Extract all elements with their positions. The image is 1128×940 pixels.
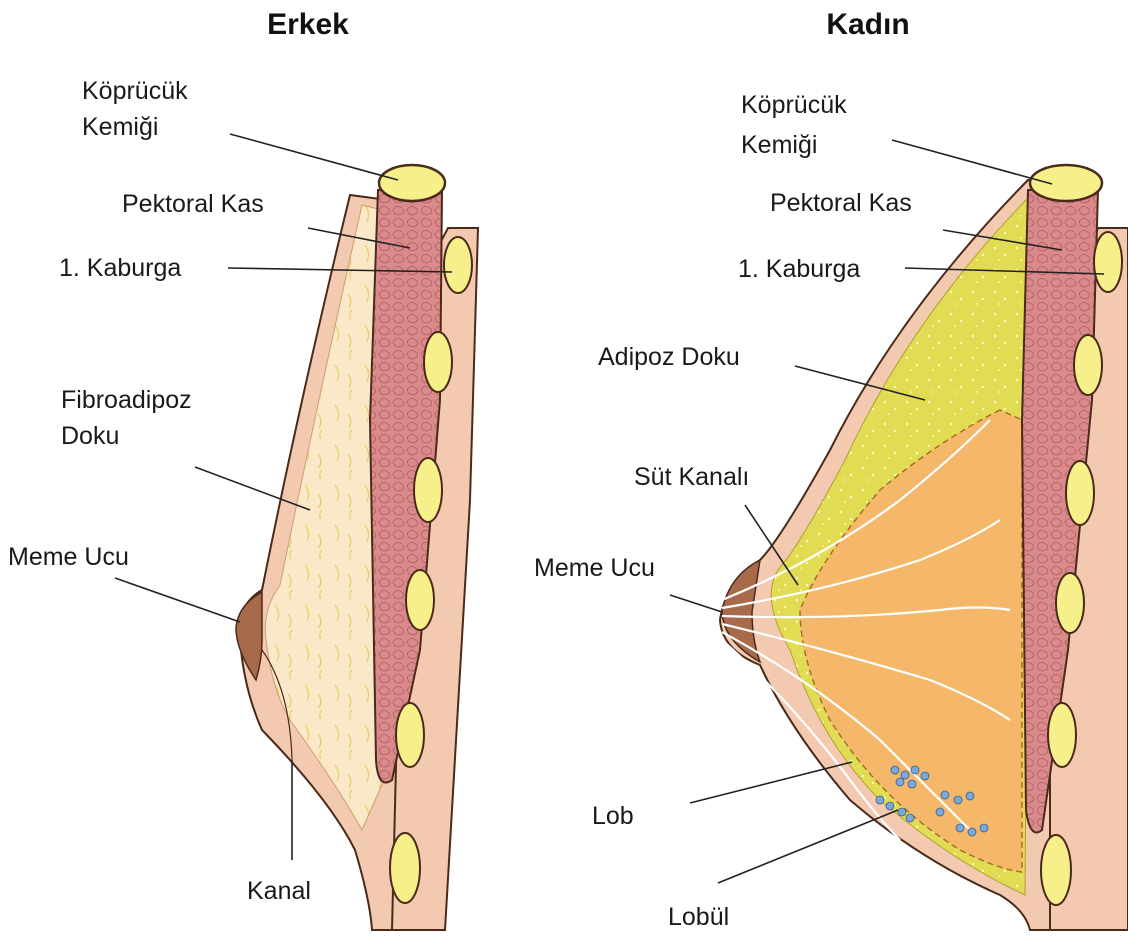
- female-label-pectoral: Pektoral Kas: [770, 189, 912, 217]
- male-label-fibro-2: Doku: [61, 422, 119, 450]
- female-label-lobe: Lob: [592, 802, 634, 830]
- female-label-adipose: Adipoz Doku: [598, 343, 740, 371]
- male-label-rib: 1. Kaburga: [59, 254, 181, 282]
- female-leader-nipple: [670, 595, 722, 612]
- male-leader-collarbone: [230, 134, 398, 180]
- female-label-collarbone-1: Köprücük: [741, 91, 847, 119]
- female-leader-lobule: [718, 810, 898, 883]
- female-label-nipple: Meme Ucu: [534, 554, 655, 582]
- female-label-rib: 1. Kaburga: [738, 255, 860, 283]
- male-label-fibro-1: Fibroadipoz: [61, 386, 192, 414]
- male-collarbone: [379, 165, 445, 201]
- male-nipple: [236, 592, 262, 680]
- male-label-collarbone-2: Kemiği: [82, 113, 158, 141]
- male-title: Erkek: [267, 8, 349, 41]
- female-title: Kadın: [826, 8, 909, 41]
- male-label-collarbone-1: Köprücük: [82, 77, 188, 105]
- female-label-milk-duct: Süt Kanalı: [634, 463, 749, 491]
- male-leader-nipple: [115, 578, 240, 622]
- female-leader-collarbone: [892, 140, 1052, 184]
- male-label-duct: Kanal: [247, 877, 311, 905]
- female-label-collarbone-2: Kemiği: [741, 131, 817, 159]
- male-diagram: [236, 165, 478, 930]
- female-label-lobule: Lobül: [668, 903, 729, 931]
- female-leader-lobe: [690, 762, 852, 803]
- male-label-nipple: Meme Ucu: [8, 543, 129, 571]
- male-label-pectoral: Pektoral Kas: [122, 190, 264, 218]
- female-collarbone: [1030, 165, 1102, 201]
